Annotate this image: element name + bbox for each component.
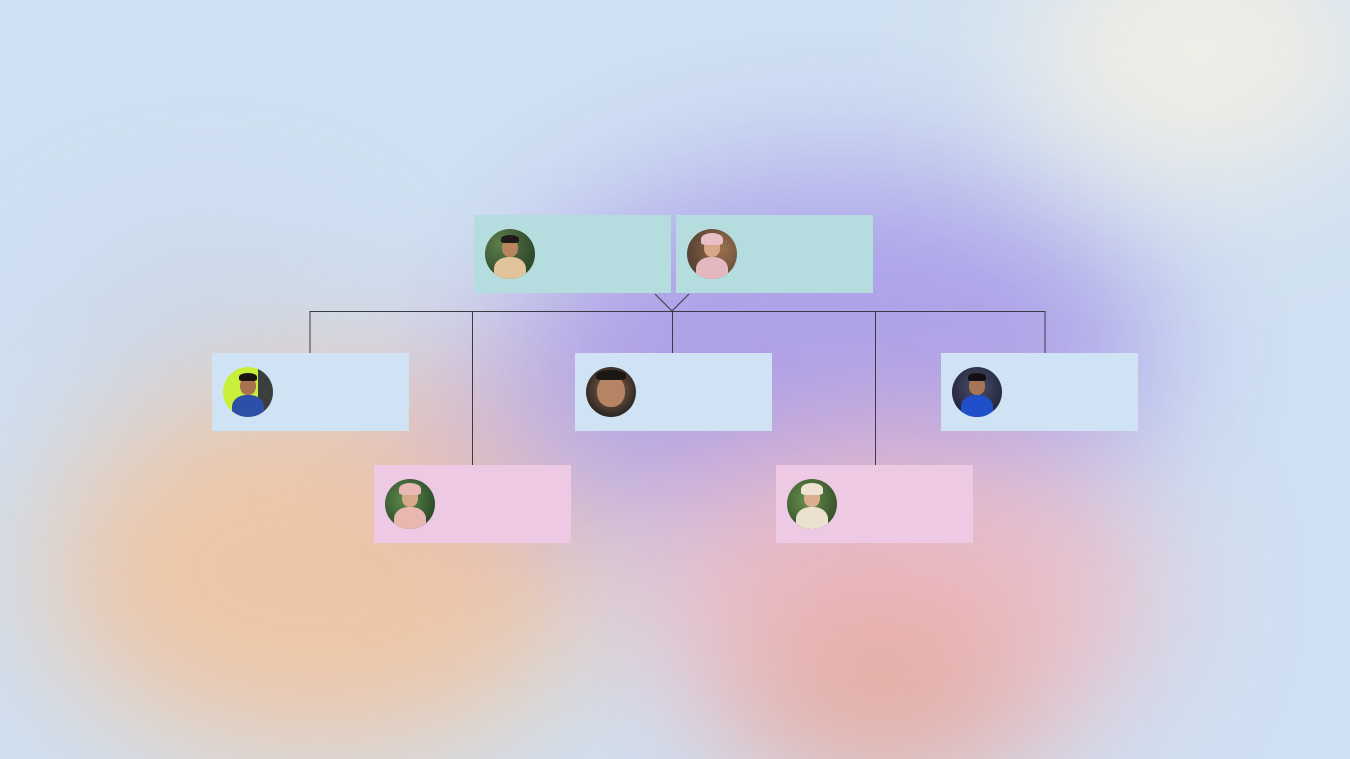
parent-card-mother[interactable]: [676, 215, 873, 293]
child-card-1[interactable]: [212, 353, 409, 431]
child-card-4[interactable]: [776, 465, 973, 543]
child-card-5[interactable]: [941, 353, 1138, 431]
portrait-man-outdoor-icon: [485, 229, 535, 279]
child-card-2[interactable]: [374, 465, 571, 543]
portrait-man-closeup-icon: [586, 367, 636, 417]
portrait-boy-blue-shirt-icon: [952, 367, 1002, 417]
parents-join-connector: [654, 293, 690, 312]
child-card-3[interactable]: [575, 353, 772, 431]
portrait-woman-garden-icon: [385, 479, 435, 529]
parent-card-father[interactable]: [474, 215, 671, 293]
portrait-woman-hijab-icon: [687, 229, 737, 279]
portrait-boy-green-background-icon: [223, 367, 273, 417]
portrait-woman-garden-light-icon: [787, 479, 837, 529]
